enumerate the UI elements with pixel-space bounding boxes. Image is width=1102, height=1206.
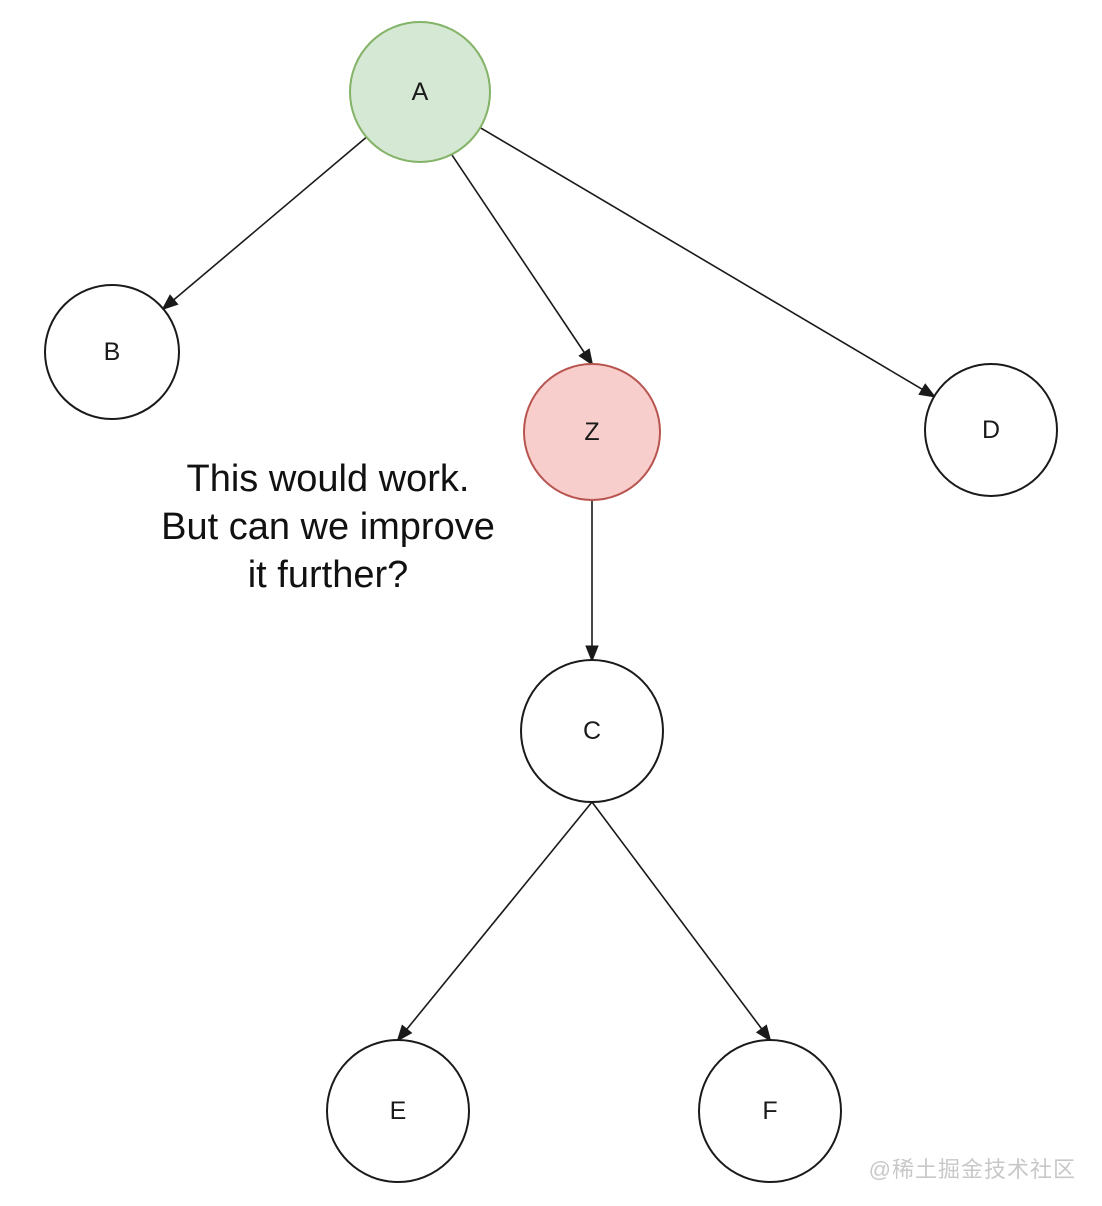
node-F-label: F	[762, 1097, 777, 1125]
node-E: E	[326, 1039, 470, 1183]
node-Z: Z	[523, 363, 661, 501]
node-B-label: B	[104, 338, 121, 366]
node-A-circle	[349, 21, 491, 163]
nodes-group: A B Z D C E F	[44, 21, 1058, 1183]
node-D: D	[924, 363, 1058, 497]
annotation-line: it further?	[247, 554, 409, 596]
node-Z-label: Z	[584, 418, 599, 446]
edge-A-D	[479, 126, 937, 398]
edge-C-E	[396, 801, 593, 1042]
annotation-text: This would work. But can we improve it f…	[108, 455, 548, 599]
annotation-line: But can we improve	[161, 506, 495, 548]
edge-A-B	[161, 136, 368, 311]
annotation-line: This would work.	[186, 458, 470, 500]
edge-C-F	[591, 801, 772, 1042]
node-F-circle	[698, 1039, 842, 1183]
node-D-circle	[924, 363, 1058, 497]
node-Z-circle	[523, 363, 661, 501]
node-D-label: D	[982, 416, 1000, 444]
node-E-circle	[326, 1039, 470, 1183]
node-C: C	[520, 659, 664, 803]
node-C-circle	[520, 659, 664, 803]
node-B-circle	[44, 284, 180, 420]
node-F: F	[698, 1039, 842, 1183]
edge-A-Z	[450, 154, 594, 366]
node-C-label: C	[583, 717, 601, 745]
edges-group	[161, 126, 937, 1042]
node-A-label: A	[412, 78, 429, 106]
node-A: A	[349, 21, 491, 163]
watermark: @稀土掘金技术社区	[868, 1157, 1076, 1182]
node-E-label: E	[390, 1097, 407, 1125]
node-B: B	[44, 284, 180, 420]
